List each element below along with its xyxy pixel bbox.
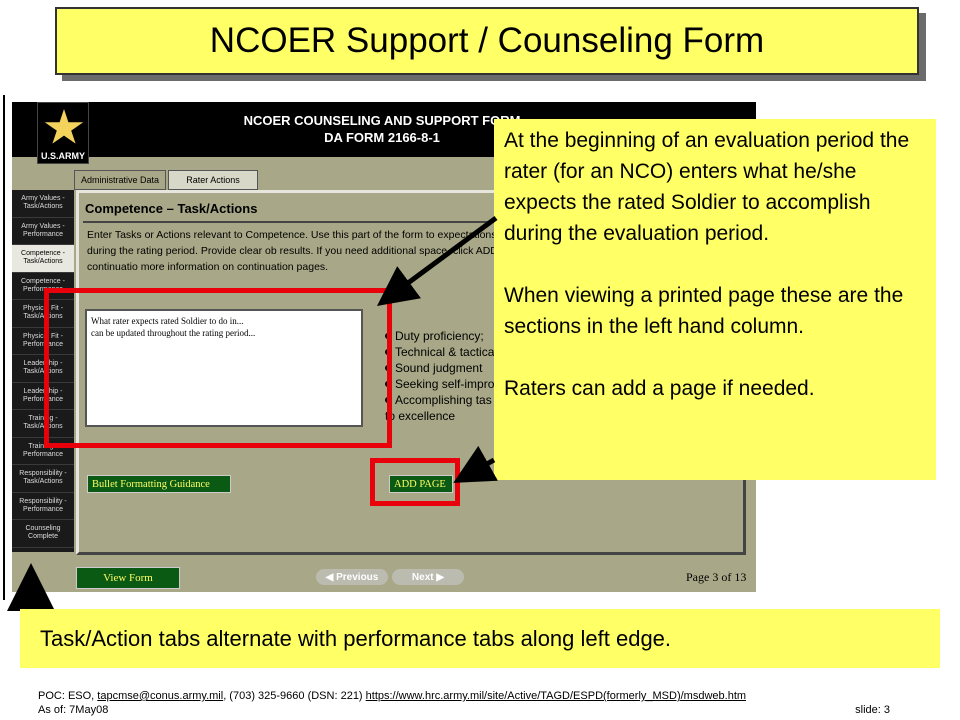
textarea-line-2: can be updated throughout the rating per… — [91, 328, 256, 338]
next-label: Next — [411, 571, 434, 583]
army-logo: U.S.ARMY — [37, 102, 89, 164]
competence-bullets: Duty proficiency; Technical & tactica So… — [385, 328, 494, 424]
previous-label: Previous — [336, 571, 379, 583]
footer-poc-prefix: POC: ESO, — [38, 690, 98, 702]
textarea-line-1: What rater expects rated Soldier to do i… — [91, 316, 244, 326]
tab-rater-actions[interactable]: Rater Actions — [168, 170, 258, 190]
sidebar-item-physical-fit-performance[interactable]: Physical Fit - Performance — [12, 328, 74, 355]
slide-title: NCOER Support / Counseling Form — [209, 21, 765, 60]
section-divider — [83, 221, 743, 223]
footer-url-link[interactable]: https://www.hrc.army.mil/site/Active/TAG… — [365, 690, 747, 702]
chevron-right-icon: ▶ — [433, 571, 445, 583]
sidebar-item-competence-performance[interactable]: Competence - Performance — [12, 273, 74, 300]
sidebar-item-physical-fit-task[interactable]: Physical Fit - Task/Actions — [12, 300, 74, 328]
explanation-callout: At the beginning of an evaluation period… — [494, 119, 936, 480]
callout-paragraph-3: Raters can add a page if needed. — [504, 377, 815, 400]
form-footer-bar: View Form ◀ Previous Next ▶ Page 3 of 13 — [76, 567, 756, 591]
chevron-left-icon: ◀ — [325, 571, 337, 583]
sidebar-item-leadership-task[interactable]: Leadership - Task/Actions — [12, 355, 74, 383]
bullet-text: Duty proficiency; — [395, 329, 484, 343]
add-page-button[interactable]: ADD PAGE — [389, 475, 453, 493]
bullet-text: to excellence — [385, 409, 456, 423]
bullet-text: Accomplishing tas — [395, 393, 492, 407]
left-rule — [3, 95, 5, 600]
callout-paragraph-2: When viewing a printed page these are th… — [504, 284, 904, 338]
sidebar-item-responsibility-task[interactable]: Responsibility - Task/Actions — [12, 465, 74, 493]
footer-slide-number: slide: 3 — [855, 704, 890, 716]
footer-as-of: As of: 7May08 — [38, 704, 109, 716]
sidebar-item-training-task[interactable]: Training - Task/Actions — [12, 410, 74, 438]
sidebar-item-competence-task[interactable]: Competence - Task/Actions — [12, 245, 74, 273]
arrow-to-add-page — [453, 445, 498, 483]
sidebar-item-army-values-performance[interactable]: Army Values - Performance — [12, 218, 74, 245]
tasks-actions-textarea[interactable]: What rater expects rated Soldier to do i… — [85, 309, 363, 427]
form-header-title: NCOER COUNSELING AND SUPPORT FORM DA FOR… — [172, 112, 592, 146]
sidebar: Army Values - Task/Actions Army Values -… — [12, 190, 74, 552]
sidebar-item-counseling-complete[interactable]: Counseling Complete — [12, 520, 74, 548]
arrow-to-textarea — [376, 215, 498, 306]
next-button[interactable]: Next ▶ — [392, 569, 464, 585]
bullet-item: to excellence — [385, 408, 494, 424]
footer-phone: , (703) 325-9660 (DSN: 221) — [223, 690, 366, 702]
textarea-highlight — [44, 288, 392, 448]
bullet-text: Seeking self-impro — [395, 377, 495, 391]
view-form-button[interactable]: View Form — [76, 567, 180, 589]
title-banner: NCOER Support / Counseling Form — [55, 7, 919, 75]
footer-contact: POC: ESO, tapcmse@conus.army.mil, (703) … — [38, 690, 746, 702]
section-title: Competence – Task/Actions — [85, 201, 258, 216]
tab-administrative-data[interactable]: Administrative Data — [74, 170, 166, 190]
callout-paragraph-1: At the beginning of an evaluation period… — [504, 129, 910, 245]
logo-text: U.S.ARMY — [40, 151, 85, 161]
sidebar-item-leadership-performance[interactable]: Leadership - Performance — [12, 383, 74, 410]
bullet-guidance-button[interactable]: Bullet Formatting Guidance — [87, 475, 231, 493]
form-header-line2: DA FORM 2166-8-1 — [324, 130, 440, 145]
previous-button[interactable]: ◀ Previous — [316, 569, 388, 585]
bottom-note: Task/Action tabs alternate with performa… — [20, 609, 940, 668]
bullet-text: Technical & tactica — [395, 345, 495, 359]
form-header-line1: NCOER COUNSELING AND SUPPORT FORM — [243, 113, 521, 128]
sidebar-item-army-values-task[interactable]: Army Values - Task/Actions — [12, 190, 74, 218]
footer-email-link[interactable]: tapcmse@conus.army.mil — [97, 690, 224, 702]
bullet-text: Sound judgment — [395, 361, 483, 375]
sidebar-item-responsibility-performance[interactable]: Responsibility - Performance — [12, 493, 74, 520]
page-indicator: Page 3 of 13 — [686, 570, 747, 584]
